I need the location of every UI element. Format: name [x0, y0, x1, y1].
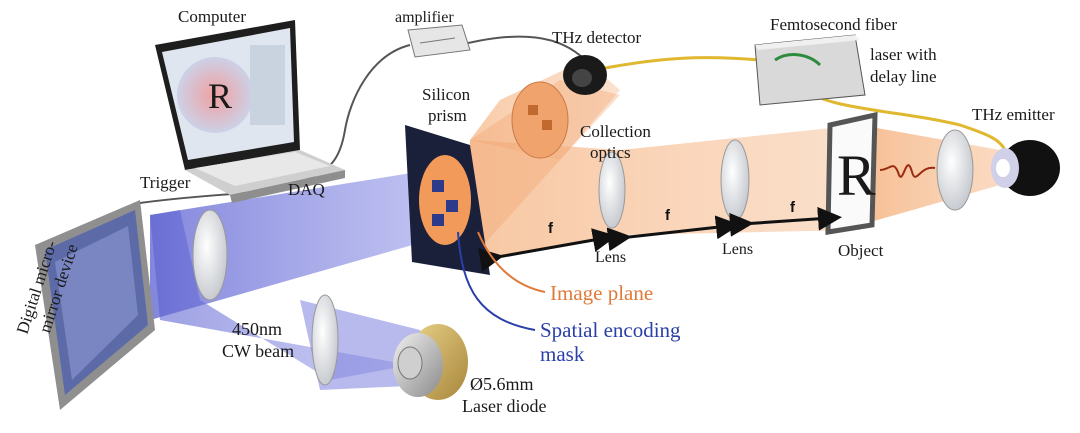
silicon-prism — [405, 125, 490, 275]
thz-waveform — [879, 164, 936, 178]
label-collection-2: optics — [590, 143, 631, 162]
label-beam-1: 450nm — [232, 319, 282, 339]
amplifier — [407, 24, 471, 58]
label-thz-emitter: THz emitter — [972, 105, 1055, 124]
label-mask-2: mask — [540, 342, 585, 366]
object-letter: R — [837, 143, 876, 208]
cw-lens-lower — [311, 294, 339, 386]
collection-lens — [511, 81, 569, 159]
digital-micromirror-device — [35, 200, 155, 410]
label-collection-1: Collection — [580, 122, 651, 141]
label-thz-detector: THz detector — [552, 28, 642, 47]
label-trigger: Trigger — [140, 173, 191, 192]
thz-emitter — [991, 140, 1060, 196]
label-amplifier: amplifier — [395, 9, 454, 26]
label-lens-right: Lens — [722, 241, 753, 258]
lens-left — [598, 151, 626, 229]
focal-label-2: f — [665, 207, 671, 224]
laser-diode — [393, 324, 468, 400]
computer: R — [155, 20, 345, 203]
label-femtosecond-3: delay line — [870, 67, 937, 86]
emitter-lens — [936, 129, 974, 211]
screen-letter: R — [208, 76, 232, 116]
focal-label-3: f — [790, 199, 796, 216]
label-beam-2: CW beam — [222, 341, 294, 361]
label-diode-2: Laser diode — [462, 396, 546, 416]
focal-arrows: f f f — [478, 199, 842, 272]
femtosecond-laser — [754, 34, 866, 106]
label-computer: Computer — [178, 7, 246, 26]
lens-right — [720, 139, 750, 221]
label-object: Object — [838, 241, 884, 260]
cw-lens-upper — [192, 209, 228, 301]
focal-label-1: f — [548, 220, 554, 237]
label-femtosecond-1: Femtosecond fiber — [770, 15, 897, 34]
label-silicon-1: Silicon — [422, 85, 471, 104]
mask-leader — [457, 231, 536, 331]
label-image-plane: Image plane — [550, 281, 653, 305]
label-diode-1: Ø5.6mm — [470, 374, 534, 394]
label-mask-1: Spatial encoding — [540, 318, 681, 342]
object: R — [825, 111, 878, 235]
label-lens-left: Lens — [595, 249, 626, 266]
label-silicon-2: prism — [428, 106, 467, 125]
label-femtosecond-2: laser with — [870, 45, 937, 64]
label-daq: DAQ — [288, 180, 325, 199]
image-plane-leader — [477, 231, 546, 293]
thz-detector — [563, 55, 607, 95]
